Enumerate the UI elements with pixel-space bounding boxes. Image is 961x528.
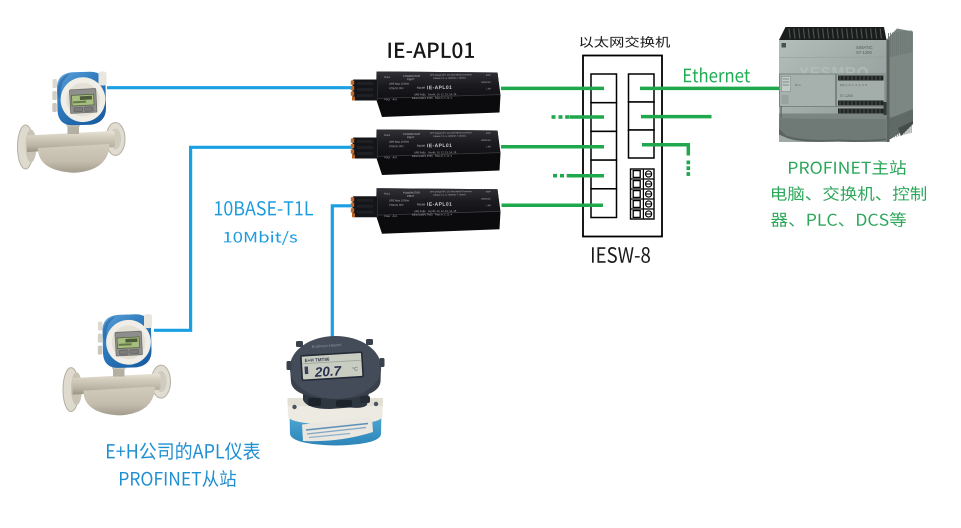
svg-text:10Base-T1L to 10BASE-T 100m/s: 10Base-T1L to 10BASE-T 100m/s [433,77,467,80]
svg-text:S7-1200: S7-1200 [840,94,853,98]
svg-text:PoEx Ax1: PoEx Ax1 [384,97,397,101]
svg-text:Endress+Hauser: Endress+Hauser [312,342,343,349]
svg-text:Ethernet: Ethernet [481,81,490,84]
svg-text:P2P: P2P [486,74,491,77]
svg-text:DQ a .0 .1 .2 .3 .4 .5: DQ a .0 .1 .2 .3 .4 .5 [840,83,867,87]
svg-text:Link: Link [487,87,492,90]
svg-text:EthernetAPL PoEx Pass A, C,: EthernetAPL PoEx Pass A, C, D, 4 [412,97,452,100]
svg-text:Model: Model [417,86,426,90]
svg-text:°C: °C [352,366,358,372]
svg-text:SPE PoEx Orer/N, 10, 12, 13,: SPE PoEx Orer/N, 10, 12, 13, 14, 15 [414,93,457,96]
svg-text:SIMATIC: SIMATIC [856,45,873,50]
svg-text:SPE Max 1000m: SPE Max 1000m [389,82,410,86]
svg-text:S7-1200: S7-1200 [856,50,873,55]
svg-text:E+H TMT86: E+H TMT86 [304,357,330,364]
svg-text:20.7: 20.7 [313,363,343,380]
svg-text:DI a: DI a [795,83,801,87]
svg-text:POWERSTAR: POWERSTAR [403,74,420,78]
svg-text:IE-APL01: IE-APL01 [427,85,452,91]
svg-text:PoEx: PoEx [384,75,391,79]
svg-text:FIB4T: FIB4T [407,77,415,81]
svg-text:POE/10-30V: POE/10-30V [389,86,404,90]
svg-text:SPE Design APL 2x3 wire Media: SPE Design APL 2x3 wire Media Converter [430,73,472,76]
